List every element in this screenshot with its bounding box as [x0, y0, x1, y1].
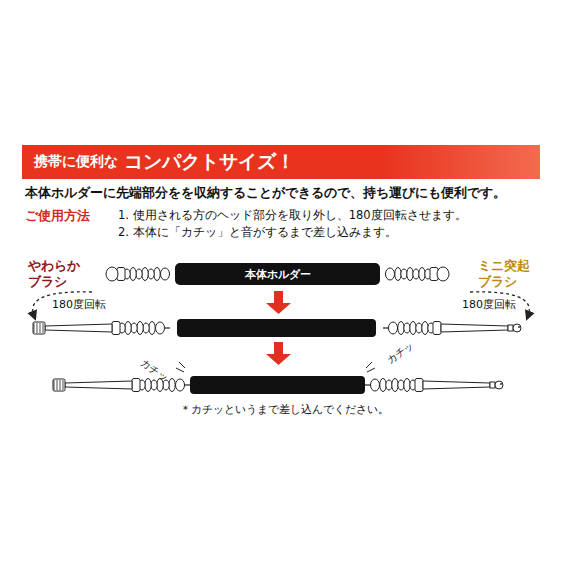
brush-ring	[404, 323, 410, 333]
rotation-note: 180度回転	[52, 297, 106, 312]
bristle	[54, 380, 55, 390]
brush-end	[106, 267, 118, 281]
brush-ring	[131, 323, 137, 333]
brush-ring	[410, 322, 416, 335]
brush-ball	[161, 268, 170, 280]
description: 本体ホルダーに先端部分をを収納することができるので、持ち運びにも便利です。	[25, 185, 506, 202]
bristle	[34, 323, 35, 333]
bristle	[63, 380, 64, 390]
brush-ring	[149, 322, 155, 335]
brush-ring	[395, 268, 401, 281]
brush-ring	[154, 268, 160, 281]
step-arrow	[266, 291, 291, 314]
brush-ring	[145, 379, 151, 392]
brush-ring	[401, 269, 407, 279]
holder-body	[177, 319, 376, 337]
brush-ring	[404, 379, 410, 392]
brush-head	[33, 322, 45, 334]
note: ＊カチッというまで差し込んでください。	[180, 402, 389, 417]
brush-ring	[148, 269, 154, 279]
headline-banner: 携帯に便利なコンパクトサイズ！	[22, 145, 540, 179]
brush-stick	[441, 324, 508, 332]
bristle	[40, 323, 41, 333]
brush-ring	[380, 379, 386, 392]
bump	[518, 326, 520, 328]
brush-neck	[508, 325, 513, 331]
brush-ball	[176, 379, 185, 391]
brush-ring	[143, 323, 149, 333]
step-text: 1. 使用される方のヘッド部分を取り外し、180度回転させます。	[118, 208, 467, 223]
brush-ring	[142, 268, 148, 281]
brush-ring	[398, 380, 404, 390]
section-heading: ご使用方法	[25, 207, 90, 225]
brush-ring	[151, 380, 157, 390]
part-name: ミニ突起ブラシ	[478, 258, 534, 291]
bump	[500, 383, 502, 385]
brush-neck	[490, 382, 495, 388]
banner-heading: コンパクトサイズ！	[124, 149, 295, 175]
brush-ball	[386, 268, 395, 280]
brush-stick	[65, 381, 132, 389]
brush-ring	[169, 379, 175, 392]
brush-collar	[132, 379, 140, 392]
rotation-note: 180度回転	[462, 297, 516, 312]
bristle	[43, 323, 44, 333]
brush-ring	[136, 269, 142, 279]
holder-label: 本体ホルダー	[245, 267, 311, 282]
brush-head	[513, 324, 521, 332]
brush-ring	[130, 268, 136, 281]
brush-ring	[125, 322, 131, 335]
brush-ring	[386, 380, 392, 390]
brush-stick	[45, 324, 112, 332]
brush-ball	[156, 322, 165, 334]
brush-collar	[112, 322, 120, 335]
brush-collar	[433, 322, 441, 335]
brush-ring	[407, 268, 413, 281]
click-mark	[176, 362, 375, 372]
click-sound: カチッ	[384, 339, 417, 368]
step-text: 2. 本体に「カチッ」と音がするまで差し込みます。	[118, 225, 397, 240]
holder-body	[190, 376, 365, 394]
brush-ball	[371, 379, 380, 391]
brush-ring	[398, 322, 404, 335]
brush-ring	[419, 268, 425, 281]
bristle	[57, 380, 58, 390]
step-arrow	[266, 342, 291, 365]
bristle	[60, 380, 61, 390]
part-name: やわらかブラシ	[28, 258, 84, 291]
brush-ring	[392, 379, 398, 392]
brush-ring	[416, 323, 422, 333]
brush-ring	[137, 322, 143, 335]
brush-head	[53, 379, 65, 391]
bristle	[37, 323, 38, 333]
brush-head	[495, 381, 503, 389]
brush-stick	[423, 381, 490, 389]
brush-end	[437, 267, 449, 281]
holder-body: 本体ホルダー	[175, 263, 380, 285]
brush-ring	[422, 322, 428, 335]
brush-collar	[415, 379, 423, 392]
brush-ring	[413, 269, 419, 279]
banner-text: 携帯に便利な	[34, 153, 118, 171]
brush-ball	[389, 322, 398, 334]
